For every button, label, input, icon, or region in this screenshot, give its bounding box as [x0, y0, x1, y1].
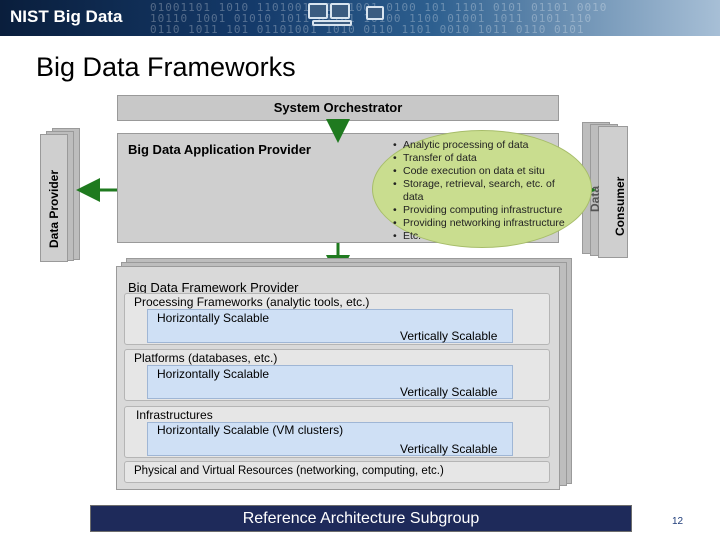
processing-frameworks-title: Processing Frameworks (analytic tools, e… — [134, 295, 370, 309]
infrastructures-title: Infrastructures — [136, 408, 213, 422]
platforms-horizontal-label: Horizontally Scalable — [157, 367, 270, 381]
system-orchestrator-box — [117, 95, 559, 121]
processing-horizontal-bar — [147, 309, 513, 343]
header-banner: 01001101 1010 11010010 1101001 0100 101 … — [0, 0, 720, 36]
platforms-vertical-label: Vertically Scalable — [400, 385, 498, 399]
laptop-icon — [366, 6, 384, 20]
list-item: Analytic processing of data — [393, 139, 575, 152]
infrastructures-horizontal-label: Horizontally Scalable (VM clusters) — [157, 423, 344, 437]
data-consumer-box — [598, 126, 628, 258]
network-icon — [312, 20, 352, 26]
footer-label: Reference Architecture Subgroup — [242, 510, 480, 527]
application-provider-label: Big Data Application Provider — [128, 142, 311, 157]
data-consumer-label: Consumer — [613, 176, 627, 236]
system-orchestrator-label: System Orchestrator — [273, 100, 403, 115]
infrastructures-horizontal-bar — [147, 422, 513, 456]
data-provider-label: Data Provider — [47, 169, 61, 248]
framework-provider-label: Big Data Framework Provider — [128, 280, 299, 295]
physical-resources-panel — [124, 461, 550, 483]
data-provider-box — [40, 134, 68, 262]
physical-resources-label: Physical and Virtual Resources (networki… — [134, 465, 444, 477]
platforms-title: Platforms (databases, etc.) — [134, 351, 278, 365]
platforms-horizontal-bar — [147, 365, 513, 399]
monitor-icon — [308, 3, 328, 19]
infrastructures-vertical-label: Vertically Scalable — [400, 442, 498, 456]
page-title: Big Data Frameworks — [36, 52, 296, 82]
processing-horizontal-label: Horizontally Scalable — [157, 311, 270, 325]
list-item: Storage, retrieval, search, etc. of data — [393, 178, 575, 204]
binary-digits-background: 01001101 1010 11010010 1101001 0100 101 … — [150, 1, 608, 36]
monitor-icon — [330, 3, 350, 19]
list-item: Providing computing infrastructure — [393, 204, 575, 217]
banner-title: NIST Big Data — [10, 7, 123, 26]
list-item: Providing networking infrastructure — [393, 217, 575, 230]
footer-bar — [90, 505, 632, 532]
processing-vertical-label: Vertically Scalable — [400, 329, 498, 343]
list-item: Code execution on data et situ — [393, 165, 575, 178]
list-item: Etc. — [393, 230, 575, 243]
capabilities-list: Analytic processing of data Transfer of … — [393, 139, 575, 243]
page-number: 12 — [672, 516, 684, 527]
list-item: Transfer of data — [393, 152, 575, 165]
